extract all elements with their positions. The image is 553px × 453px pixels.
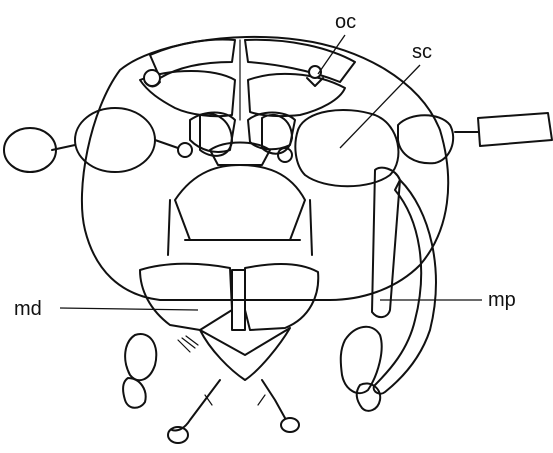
maxillary-palp-right (341, 168, 436, 411)
mandibles (140, 264, 318, 330)
label-oc: oc (318, 11, 356, 74)
clypeus (175, 165, 305, 240)
label-md-text: md (14, 298, 42, 320)
scape (295, 110, 398, 186)
antenna-left (4, 108, 192, 172)
central-plate-left (190, 113, 235, 152)
label-oc-text: oc (335, 11, 356, 33)
ocellus-left (144, 70, 160, 87)
labial-palps (168, 380, 299, 443)
label-mp: mp (380, 289, 516, 311)
antenna-right (278, 110, 552, 186)
vertex-plate-left (150, 40, 235, 78)
label-sc-text: sc (412, 41, 432, 63)
label-md: md (14, 298, 198, 320)
labrum (200, 328, 290, 380)
frons-right (248, 74, 345, 116)
label-mp-text: mp (488, 289, 516, 311)
palp-left (123, 334, 198, 408)
ocellus-right (307, 66, 323, 86)
